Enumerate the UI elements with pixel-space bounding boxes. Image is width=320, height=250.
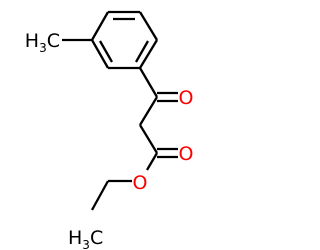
ring-double-bond (135, 40, 149, 63)
ethyl-methyl-subscript: 3 (82, 238, 90, 250)
ketone-oxygen-label: O (179, 87, 194, 109)
ring-bond (91, 39, 109, 69)
ester-ether-oxygen-label: O (133, 172, 148, 194)
methyl-subscript: 3 (39, 41, 47, 55)
atom-labels: H3C O O O H3C (25, 30, 194, 250)
ring-bond (139, 11, 158, 41)
ring-double-bond (99, 40, 113, 63)
ch2-to-ester-bond (139, 124, 158, 154)
ring-to-ketone-bond (139, 67, 158, 98)
methyl-h: H (25, 30, 39, 52)
molecule-structure: H3C O O O H3C (25, 10, 194, 250)
ketone-to-ch2-bond (139, 96, 158, 126)
bond-layer (62, 10, 178, 211)
ethyl-methyl-h: H (68, 227, 82, 249)
ethyl-methyl-c: C (90, 227, 103, 249)
ethyl-bond (90, 180, 110, 211)
ring-bond (139, 39, 158, 69)
ethyl-methyl-label: H3C (68, 227, 103, 250)
methyl-c: C (47, 30, 60, 52)
ring-bond (91, 11, 109, 41)
methyl-group-label: H3C (25, 30, 60, 55)
ester-carbonyl-oxygen-label: O (179, 143, 194, 165)
ester-to-oxygen-bond (146, 152, 158, 171)
